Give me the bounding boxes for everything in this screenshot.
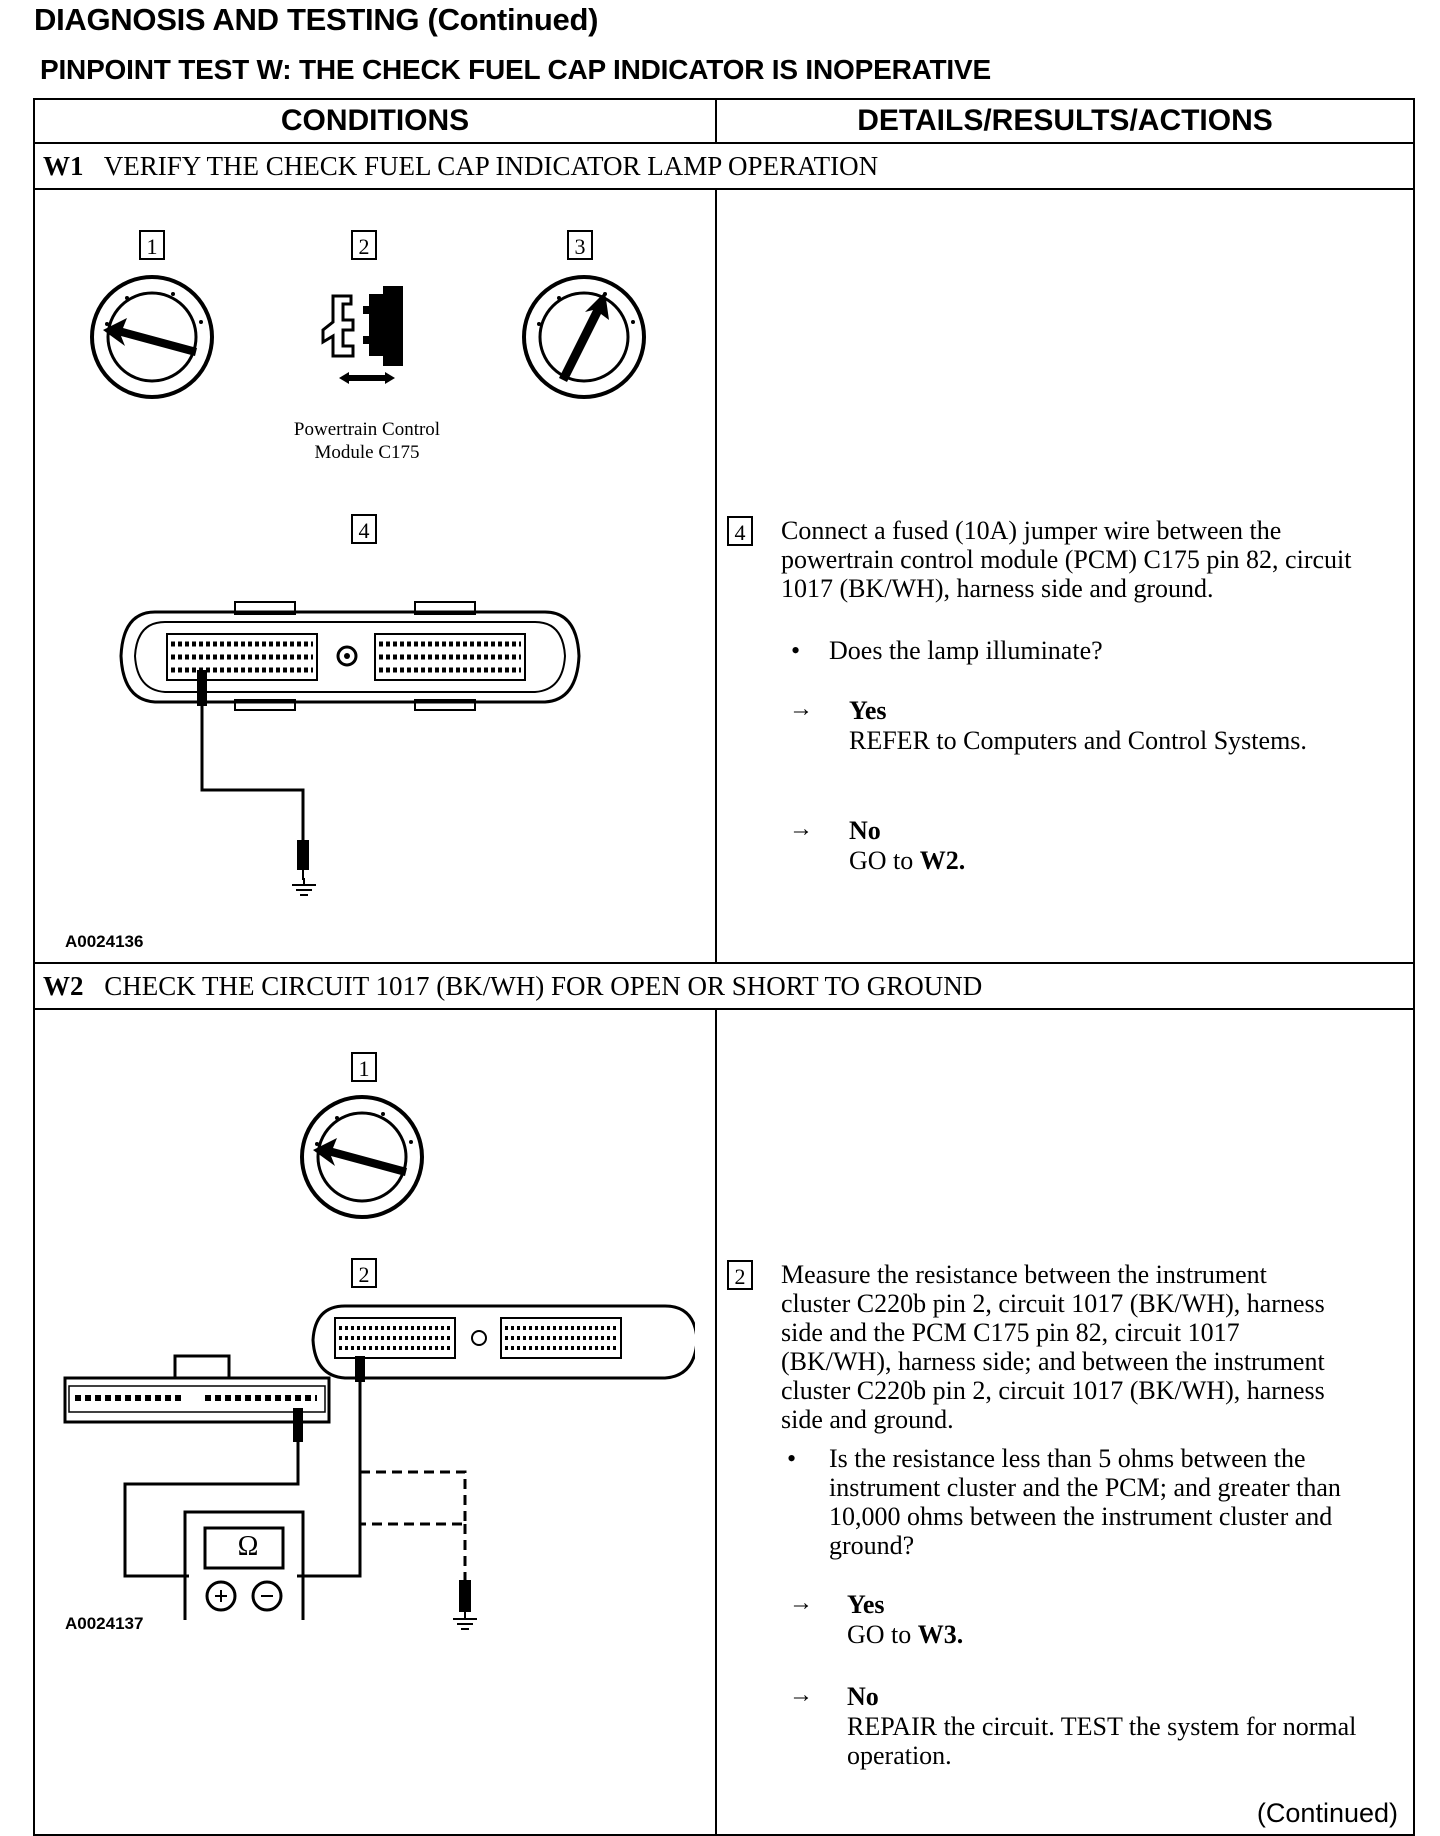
w1-no-action: GO to W2. [849, 846, 965, 875]
step-w2-header: W2 CHECK THE CIRCUIT 1017 (BK/WH) FOR OP… [33, 962, 1415, 1010]
w1-details-cell: 4 Connect a fused (10A) jumper wire betw… [715, 188, 1415, 964]
w1-no-action-prefix: GO to [849, 846, 920, 875]
ohm-symbol: Ω [237, 1531, 259, 1562]
pinpoint-test-table: CONDITIONS DETAILS/RESULTS/ACTIONS W1 VE… [33, 98, 1415, 1836]
pcm-caption-line2: Module C175 [314, 442, 420, 463]
right-arrow-icon: → [789, 816, 813, 842]
w1-yes-action: REFER to Computers and Control Systems. [849, 726, 1307, 755]
bullet-icon: • [787, 1444, 797, 1473]
right-arrow-icon: → [789, 696, 813, 722]
callout-w2-2: 2 [351, 1258, 377, 1288]
step-w1-4-text: Connect a fused (10A) jumper wire betwee… [781, 516, 1352, 603]
column-header-conditions: CONDITIONS [33, 98, 717, 144]
ignition-switch-icon [300, 1095, 424, 1219]
w2-question: Is the resistance less than 5 ohms betwe… [829, 1444, 1341, 1560]
w1-question: Does the lamp illuminate? [829, 636, 1103, 665]
w2-no-action: REPAIR the circuit. TEST the system for … [847, 1712, 1357, 1770]
w1-no-label: No [849, 816, 881, 845]
callout-w2-1: 1 [351, 1052, 377, 1082]
ground-symbol-icon [292, 878, 316, 896]
w2-yes-action-prefix: GO to [847, 1620, 918, 1649]
right-arrow-icon: → [789, 1682, 813, 1708]
pcm-jumper-ground-diagram [119, 601, 581, 880]
connector-disconnect-icon [321, 286, 403, 384]
callout-w1-1: 1 [139, 230, 165, 260]
bullet-icon: • [791, 636, 801, 665]
pcm-caption: Powertrain Control Module C175 [267, 418, 467, 464]
step-w2-content: 1 2 [33, 1008, 1415, 1836]
step-w1-title: VERIFY THE CHECK FUEL CAP INDICATOR LAMP… [103, 150, 879, 181]
step-w1-id: W1 [43, 150, 84, 181]
w2-no-label: No [847, 1682, 879, 1711]
w2-details-cell: 2 Measure the resistance between the ins… [715, 1008, 1415, 1836]
w2-yes-action: GO to W3. [847, 1620, 963, 1649]
step-w2-2-text: Measure the resistance between the instr… [781, 1260, 1325, 1434]
resistance-measurement-diagram [63, 1304, 695, 1620]
callout-w1-2: 2 [351, 230, 377, 260]
right-arrow-icon: → [789, 1590, 813, 1616]
callout-w1-4: 4 [351, 514, 377, 544]
step-w1-content: 1 2 3 Powert [33, 188, 1415, 964]
step-w1-4-number: 4 [727, 516, 753, 546]
w2-yes-action-target: W3. [917, 1620, 964, 1649]
w2-conditions-cell: 1 2 [33, 1008, 717, 1836]
ground-symbol-icon [453, 1612, 477, 1630]
pcm-caption-line1: Powertrain Control [293, 419, 441, 440]
column-header-row: CONDITIONS DETAILS/RESULTS/ACTIONS [33, 98, 1415, 144]
callout-w1-3: 3 [567, 230, 593, 260]
step-w2-2-number: 2 [727, 1260, 753, 1290]
ignition-switch-icon [522, 275, 646, 399]
step-w2-title: CHECK THE CIRCUIT 1017 (BK/WH) FOR OPEN … [104, 970, 983, 1001]
page-title: DIAGNOSIS AND TESTING (Continued) [34, 2, 599, 37]
continued-note: (Continued) [1256, 1798, 1398, 1828]
figure-id-w2: A0024137 [65, 1614, 144, 1633]
pinpoint-test-title: PINPOINT TEST W: THE CHECK FUEL CAP INDI… [40, 54, 991, 85]
step-w1-header: W1 VERIFY THE CHECK FUEL CAP INDICATOR L… [33, 142, 1415, 190]
w1-yes-label: Yes [849, 696, 887, 725]
column-header-details: DETAILS/RESULTS/ACTIONS [715, 98, 1415, 144]
w2-yes-label: Yes [847, 1590, 885, 1619]
figure-id-w1: A0024136 [65, 932, 144, 951]
w1-conditions-cell: 1 2 3 Powert [33, 188, 717, 964]
ignition-switch-icon [90, 275, 214, 399]
w1-no-action-target: W2. [919, 846, 966, 875]
step-w2-id: W2 [43, 970, 84, 1001]
